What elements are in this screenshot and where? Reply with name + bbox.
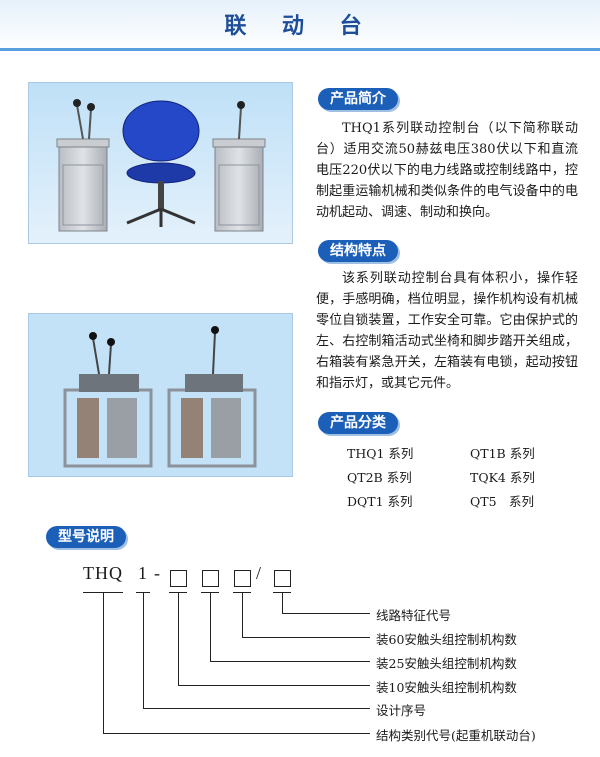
model-digit: 1 [138, 563, 148, 583]
model-heading: 型号说明 [46, 526, 126, 548]
leader-line [103, 593, 105, 734]
leader-line [178, 685, 370, 687]
model-label: 结构类别代号(起重机联动台) [376, 728, 536, 743]
model-underline [233, 592, 251, 594]
model-dash: - [154, 563, 161, 583]
leader-line [282, 593, 284, 614]
model-slot-box-4 [274, 570, 291, 587]
product-photo-console-chair [28, 82, 293, 244]
classification-item: DQT1 系列 [347, 494, 413, 509]
leader-line [242, 593, 244, 638]
classification-item: TQK4 系列 [470, 470, 535, 485]
intro-text: THQ1系列联动控制台（以下简称联动台）适用交流50赫兹电压380伏以下和直流电… [316, 121, 578, 220]
leader-line [143, 593, 145, 709]
model-slot-box-1 [170, 570, 187, 587]
classification-item: QT5 系列 [470, 494, 535, 509]
classification-item: QT1B 系列 [470, 446, 535, 461]
model-underline [83, 592, 123, 594]
model-slot-box-3 [234, 570, 251, 587]
model-slash: / [256, 563, 263, 583]
model-slot-box-2 [202, 570, 219, 587]
model-label: 装60安触头组控制机构数 [376, 632, 517, 647]
leader-line [210, 661, 370, 663]
model-underline [136, 592, 150, 594]
leader-line [210, 593, 212, 662]
model-label: 装25安触头组控制机构数 [376, 656, 517, 671]
model-underline [273, 592, 291, 594]
structure-text: 该系列联动控制台具有体积小，操作轻便，手感明确，档位明显，操作机构设有机械零位自… [316, 271, 578, 391]
model-label: 线路特征代号 [376, 608, 452, 623]
classification-item: QT2B 系列 [347, 470, 412, 485]
leader-line [103, 733, 370, 735]
model-underline [169, 592, 187, 594]
product-photo-control-boxes [28, 313, 293, 477]
structure-heading: 结构特点 [318, 240, 398, 262]
leader-line [178, 593, 180, 686]
classification-heading: 产品分类 [318, 412, 398, 434]
leader-line [282, 613, 370, 615]
leader-line [143, 708, 370, 710]
header-divider [0, 48, 600, 51]
classification-item: THQ1 系列 [347, 446, 414, 461]
model-label: 装10安触头组控制机构数 [376, 680, 517, 695]
page-title: 联 动 台 [224, 14, 376, 39]
page-header [0, 0, 600, 50]
intro-heading: 产品简介 [318, 88, 398, 110]
model-label: 设计序号 [376, 703, 427, 718]
model-prefix: THQ [83, 563, 123, 583]
model-underline [201, 592, 219, 594]
leader-line [242, 637, 370, 639]
